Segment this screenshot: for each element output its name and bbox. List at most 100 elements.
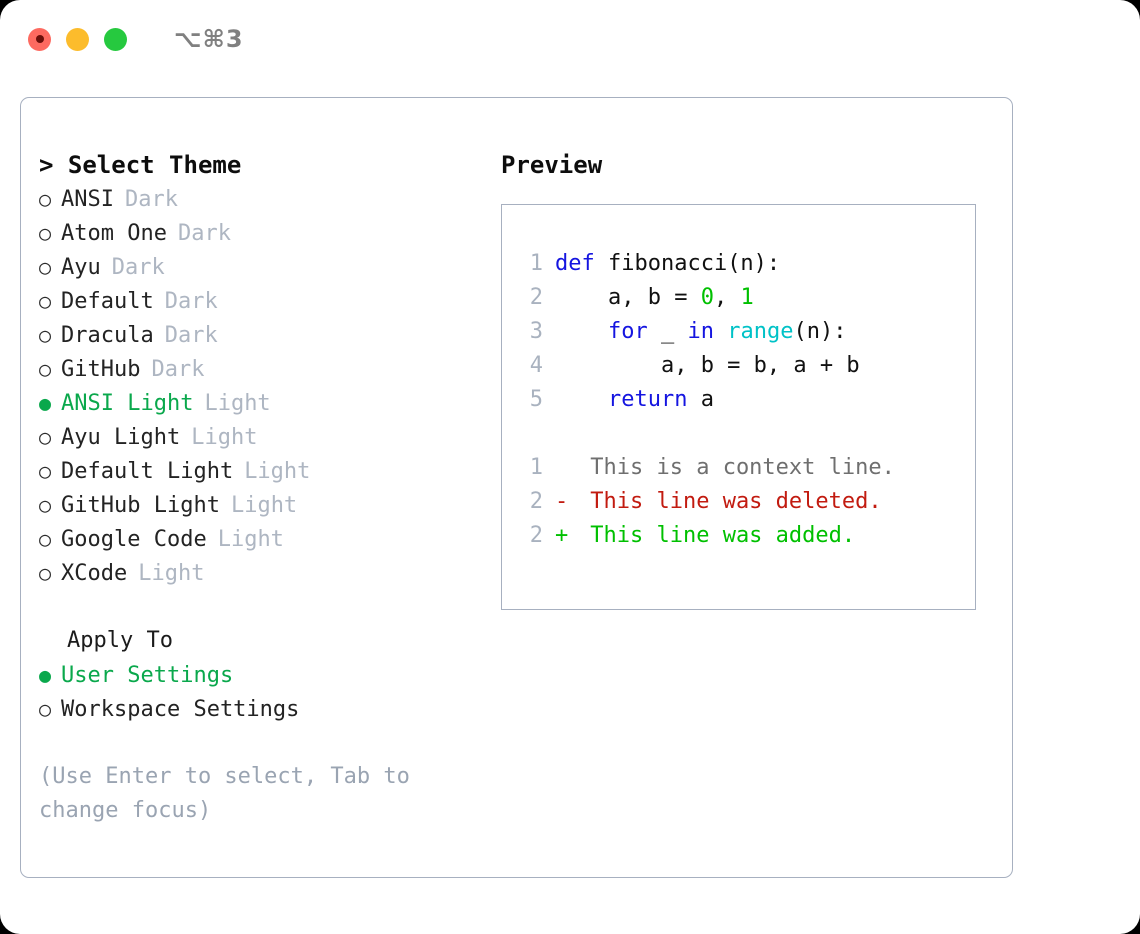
theme-name-label: ANSI xyxy=(61,187,114,212)
theme-variant-label: Light xyxy=(138,561,205,586)
select-theme-heading: > Select Theme xyxy=(39,151,242,179)
diff-sign xyxy=(555,451,577,485)
theme-variant-label: Light xyxy=(217,527,284,552)
keyboard-hint-text: (Use Enter to select, Tab to change focu… xyxy=(39,764,410,823)
radio-unselected-icon: ○ xyxy=(39,493,52,517)
theme-name-label: Default Light xyxy=(61,459,234,484)
line-number: 4 xyxy=(529,353,543,378)
preview-heading: Preview xyxy=(501,151,603,179)
apply-to-option[interactable]: ● User Settings xyxy=(39,658,479,692)
diff-text: This line was added. xyxy=(577,523,856,548)
code-token-plain: (n): xyxy=(793,319,847,344)
theme-variant-label: Dark xyxy=(151,357,205,382)
theme-name-label: XCode xyxy=(61,561,128,586)
diff-text: This line was deleted. xyxy=(577,489,882,514)
apply-to-label: Workspace Settings xyxy=(61,697,300,722)
diff-line: 2- This line was deleted. xyxy=(517,485,895,519)
theme-name-label: Ayu Light xyxy=(61,425,181,450)
radio-selected-icon: ● xyxy=(39,663,52,687)
diff-line-number: 2 xyxy=(529,523,543,548)
theme-list-item[interactable]: ○ Ayu Dark xyxy=(39,250,479,284)
code-token-number: 1 xyxy=(740,285,754,310)
code-token-plain: fibonacci(n): xyxy=(607,251,781,276)
theme-variant-label: Light xyxy=(191,425,258,450)
close-button-icon[interactable] xyxy=(28,27,51,51)
line-number: 1 xyxy=(529,251,543,276)
preview-column: Preview 1 def fibonacci(n): 2 a, b = 0, 1 3… xyxy=(501,148,996,610)
theme-name-label: Ayu xyxy=(61,255,101,280)
code-token-plain: a, b = xyxy=(555,285,701,310)
line-number: 3 xyxy=(529,319,543,344)
code-line: 3 for _ in range(n): xyxy=(517,315,895,349)
diff-line: 1 This is a context line. xyxy=(517,451,895,485)
theme-variant-label: Dark xyxy=(111,255,165,280)
apply-to-list[interactable]: ● User Settings ○ Workspace Settings xyxy=(39,658,479,726)
radio-unselected-icon: ○ xyxy=(39,527,52,551)
theme-list-item[interactable]: ○ GitHub Light Light xyxy=(39,488,479,522)
code-token-plain xyxy=(555,387,608,412)
radio-unselected-icon: ○ xyxy=(39,255,52,279)
radio-unselected-icon: ○ xyxy=(39,561,52,585)
radio-unselected-icon: ○ xyxy=(39,221,52,245)
line-number: 2 xyxy=(529,285,543,310)
theme-variant-label: Light xyxy=(244,459,311,484)
zoom-button-icon[interactable] xyxy=(104,27,127,51)
theme-variant-label: Dark xyxy=(164,323,218,348)
diff-sign: + xyxy=(555,523,569,548)
apply-to-label: User Settings xyxy=(61,663,234,688)
theme-variant-label: Dark xyxy=(164,289,218,314)
code-token-plain: _ xyxy=(647,319,688,344)
code-token-plain: a, b = b, a + b xyxy=(555,353,860,378)
code-token-keyword: in xyxy=(687,319,714,344)
code-token-plain: , xyxy=(713,285,741,310)
theme-name-label: Google Code xyxy=(61,527,207,552)
theme-list-item[interactable]: ○ Dracula Dark xyxy=(39,318,479,352)
title-bar: ⌥⌘3 xyxy=(0,0,1140,78)
theme-variant-label: Light xyxy=(230,493,298,518)
apply-to-option[interactable]: ○ Workspace Settings xyxy=(39,692,479,726)
keyboard-shortcut-label: ⌥⌘3 xyxy=(174,25,244,53)
code-token-keyword: def xyxy=(555,251,608,276)
apply-to-heading: Apply To xyxy=(67,628,173,653)
code-blank-line xyxy=(517,417,895,451)
radio-unselected-icon: ○ xyxy=(39,323,52,347)
theme-name-label: GitHub xyxy=(61,357,141,382)
code-token-number: 0 xyxy=(700,285,714,310)
theme-list-item[interactable]: ○ ANSI Dark xyxy=(39,182,479,216)
radio-unselected-icon: ○ xyxy=(39,697,52,721)
code-line: 4 a, b = b, a + b xyxy=(517,349,895,383)
theme-name-label: Default xyxy=(61,289,154,314)
theme-list-item[interactable]: ○ XCode Light xyxy=(39,556,479,590)
theme-list-item[interactable]: ○ Ayu Light Light xyxy=(39,420,479,454)
line-number: 5 xyxy=(529,387,543,412)
diff-line: 2 + This line was added. xyxy=(517,519,895,553)
preview-box: 1 def fibonacci(n): 2 a, b = 0, 1 3 for _ i… xyxy=(501,204,976,610)
code-line: 5 return a xyxy=(517,383,895,417)
theme-variant-label: Dark xyxy=(124,187,178,212)
radio-unselected-icon: ○ xyxy=(39,425,52,449)
code-token-builtin: range xyxy=(727,319,794,344)
theme-name-label: Dracula xyxy=(61,323,154,348)
code-line: 1 def fibonacci(n): xyxy=(517,247,895,281)
theme-name-label: GitHub Light xyxy=(61,493,220,518)
minimize-button-icon[interactable] xyxy=(66,27,89,51)
radio-unselected-icon: ○ xyxy=(39,357,52,381)
theme-list-item[interactable]: ○ GitHub Dark xyxy=(39,352,479,386)
theme-name-label: ANSI Light xyxy=(61,391,194,416)
radio-selected-icon: ● xyxy=(39,391,52,415)
theme-list-item[interactable]: ○ Google Code Light xyxy=(39,522,479,556)
code-token-plain xyxy=(714,319,727,344)
theme-name-label: Atom One xyxy=(61,221,167,246)
radio-unselected-icon: ○ xyxy=(39,459,52,483)
list-spacer xyxy=(39,590,479,624)
radio-unselected-icon: ○ xyxy=(39,187,52,211)
code-token-plain: a xyxy=(687,387,714,412)
theme-list-item[interactable]: ○ Default Light Light xyxy=(39,454,479,488)
